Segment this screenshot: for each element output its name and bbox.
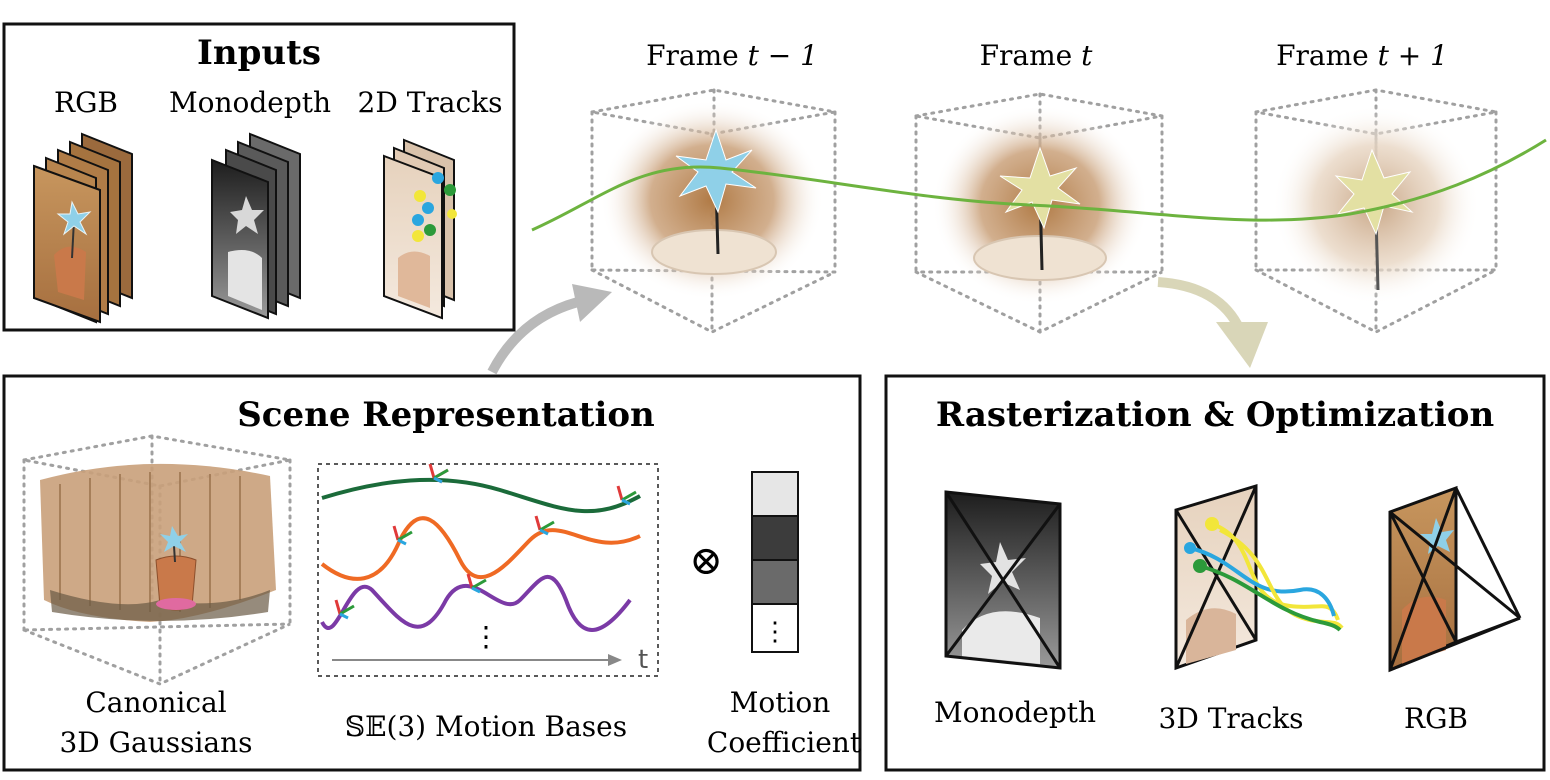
raster-depth-pinwheel-icon (980, 542, 1026, 594)
raster-label-monodepth: Monodepth (934, 696, 1096, 729)
arrow-to-frames (487, 284, 612, 375)
arrow-to-raster (1157, 277, 1268, 368)
coefficient-vdots: ⋮ (762, 617, 788, 647)
otimes-symbol: ⊗ (689, 538, 723, 584)
motion-coefficient-vector: ⋮ (751, 471, 799, 653)
coefficient-cell (751, 515, 799, 561)
se3-frame-markers (334, 463, 637, 620)
depth-pinwheel-icon (230, 196, 264, 234)
canonical-gaussians-scene (40, 463, 276, 622)
canonical-label-line2: 3D Gaussians (59, 726, 252, 759)
scene-representation-panel: Scene Representation Canonical 3D Gaussi… (2, 374, 862, 772)
motion-coefficient-line1: Motion (730, 686, 831, 719)
rgb-frame-front (33, 164, 101, 324)
pinwheel-next-icon (1334, 148, 1414, 236)
scene-frame (2, 374, 862, 772)
frame-label-current: Frame t (980, 39, 1094, 72)
canonical-label-line1: Canonical (85, 686, 226, 719)
motion-bases-label: 𝕊𝔼(3) Motion Bases (345, 710, 627, 743)
raster-label-rgb: RGB (1404, 702, 1468, 735)
rgb-frame-stack (33, 132, 133, 324)
monodepth-frame-stack (211, 132, 301, 320)
coefficient-cell (751, 471, 799, 517)
bases-vdots: ⋮ (472, 620, 500, 653)
time-axis-label: t (638, 645, 648, 675)
input-label-2d-tracks: 2D Tracks (358, 86, 503, 119)
basis-curve-green (321, 477, 641, 514)
scene-title: Scene Representation (237, 395, 655, 435)
inputs-frame (2, 22, 516, 332)
motion-coefficient-line2: Coefficient (707, 726, 862, 759)
inputs-title: Inputs (197, 33, 321, 73)
basis-curve-orange (320, 516, 641, 581)
input-label-rgb: RGB (54, 86, 118, 119)
inputs-panel: Inputs RGB Monodepth 2D Tracks (2, 22, 516, 332)
coefficient-cell (751, 559, 799, 605)
canonical-pinwheel-icon (160, 526, 188, 552)
frame-label-prev: Frame t − 1 (646, 39, 818, 72)
motion-bases-box (317, 463, 659, 677)
frames-panel: Frame t − 1 Frame t Frame t + 1 (531, 39, 1547, 334)
trajectory-curve (531, 138, 1547, 232)
coefficient-cell (751, 603, 799, 653)
raster-frame (884, 374, 1546, 772)
raster-title: Rasterization & Optimization (936, 395, 1494, 435)
raster-monodepth-view (944, 490, 1062, 670)
pinwheel-current-icon (999, 146, 1081, 230)
frame-label-next: Frame t + 1 (1276, 39, 1448, 72)
raster-rgb-view (1388, 485, 1522, 673)
raster-3d-tracks-view (1174, 483, 1344, 671)
tracks-frame-stack (383, 138, 457, 320)
input-label-monodepth: Monodepth (169, 86, 331, 119)
pinwheel-prev-icon (675, 128, 757, 214)
raster-label-3d-tracks: 3D Tracks (1159, 702, 1304, 735)
pinwheel-icon (56, 200, 92, 236)
rasterization-panel: Rasterization & Optimization Monodepth 3… (884, 374, 1546, 772)
